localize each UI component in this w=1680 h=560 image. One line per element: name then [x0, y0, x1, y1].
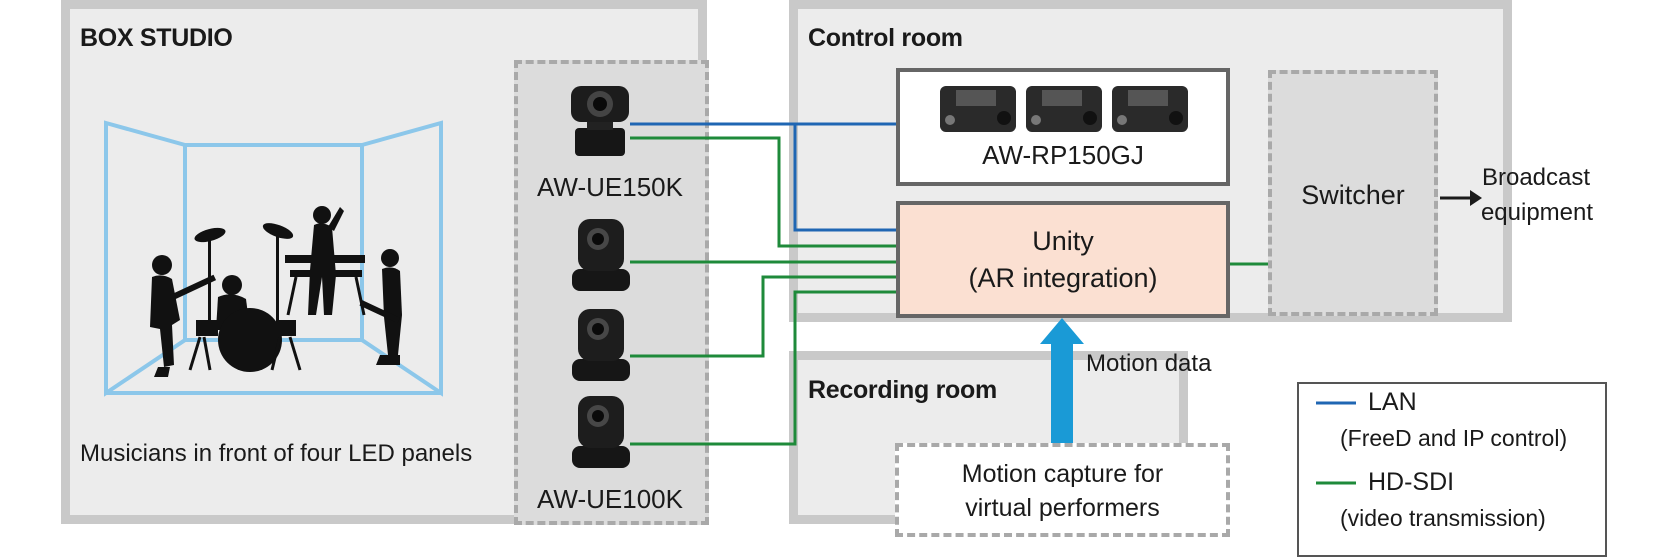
- ue100-label: AW-UE100K: [537, 484, 683, 514]
- legend-sdi-subtitle: (video transmission): [1340, 505, 1546, 531]
- camera-icon-ue100-2: [572, 309, 630, 381]
- switcher-box: [1268, 70, 1438, 316]
- box-studio-title: BOX STUDIO: [80, 24, 233, 52]
- lan-wires: [630, 122, 897, 232]
- broadcast-line2: equipment: [1480, 199, 1594, 226]
- motion-capture-line1: Motion capture for: [961, 460, 1164, 488]
- camera-icon-ue100-3: [572, 396, 630, 468]
- ue150-label: AW-UE150K: [537, 172, 683, 202]
- motion-capture-line2: virtual performers: [965, 494, 1160, 522]
- motion-data-arrow: [1040, 318, 1084, 444]
- legend-sdi-title: HD-SDI: [1368, 468, 1455, 496]
- motion-data-label: Motion data: [1086, 350, 1212, 377]
- switcher-label: Switcher: [1301, 180, 1405, 210]
- legend-box: [1297, 382, 1607, 557]
- broadcast-arrow: [1440, 190, 1482, 206]
- sdi-wires: [630, 136, 1271, 446]
- broadcast-line1: Broadcast: [1481, 164, 1591, 191]
- led-stage-illustration: [104, 120, 443, 397]
- controller-1: [940, 86, 1016, 132]
- unity-box: [896, 201, 1230, 318]
- controller-icons: [940, 86, 1188, 132]
- control-room-title: Control room: [808, 24, 963, 52]
- camera-icon-ue100-1: [572, 219, 630, 291]
- legend-sdi-swatch: [1316, 481, 1356, 485]
- box-studio-caption: Musicians in front of four LED panels: [80, 440, 473, 467]
- unity-line1: Unity: [1032, 226, 1094, 256]
- camera-icon-ue150: [571, 86, 629, 156]
- legend-lan-swatch: [1316, 401, 1356, 405]
- controller-3: [1112, 86, 1188, 132]
- unity-line2: (AR integration): [968, 263, 1158, 293]
- controller-2: [1026, 86, 1102, 132]
- motion-capture-box: [895, 443, 1230, 537]
- musicians-silhouette: [150, 206, 402, 377]
- recording-room-title: Recording room: [808, 376, 997, 404]
- legend-lan-title: LAN: [1368, 388, 1417, 416]
- legend-lan-subtitle: (FreeD and IP control): [1340, 425, 1568, 451]
- controllers-label: AW-RP150GJ: [982, 140, 1144, 170]
